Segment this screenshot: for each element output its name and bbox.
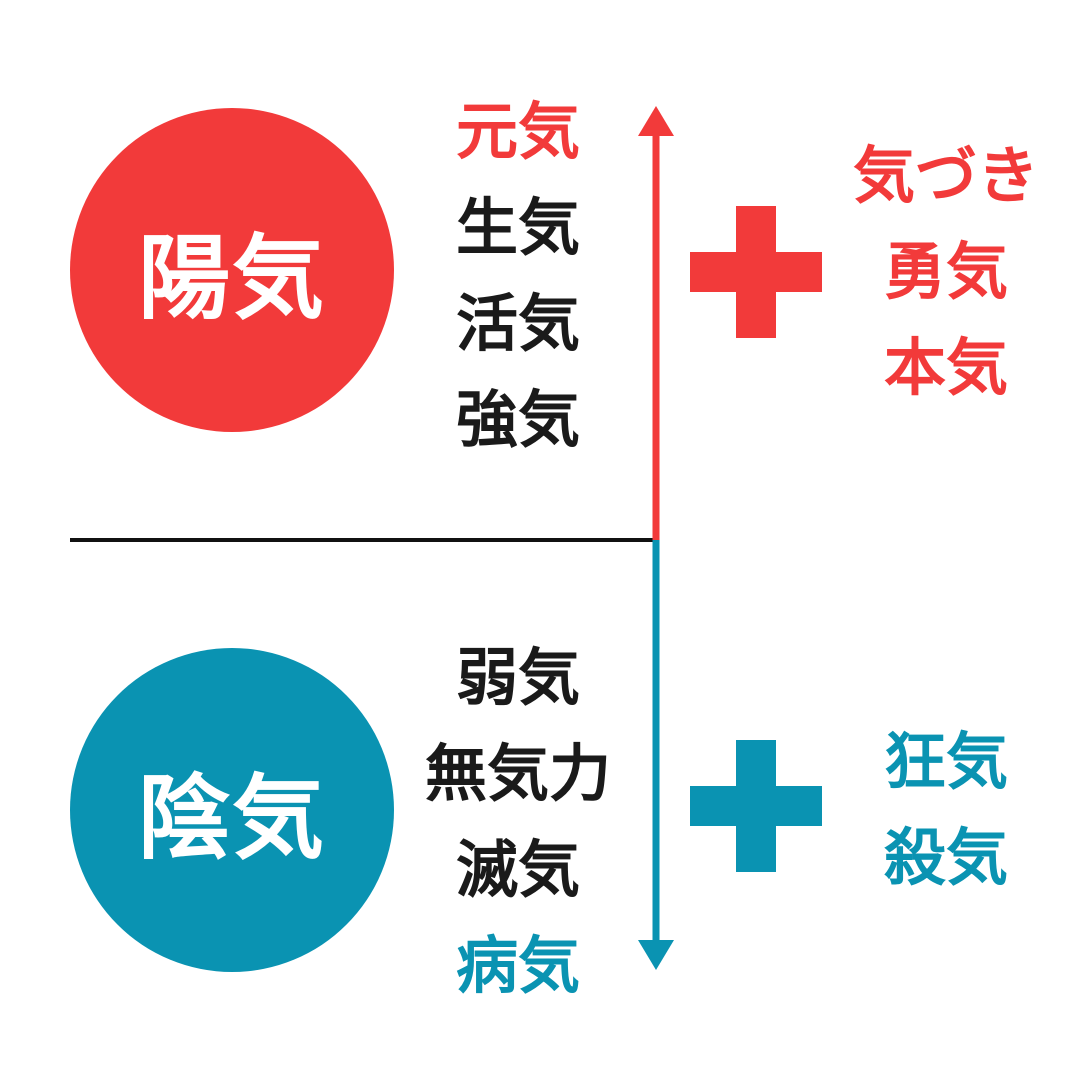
yang-plus-word-list: 気づき 勇気 本気	[826, 128, 1066, 416]
yin-label: 陰気	[137, 764, 326, 872]
yin-circle: 陰気	[70, 648, 394, 972]
yin-plus-word: 狂気	[883, 725, 1008, 798]
yin-word-list: 弱気 無気力 滅気 病気	[388, 630, 648, 1014]
arrow-up-icon	[638, 106, 674, 136]
yang-word: 生気	[455, 191, 580, 264]
yang-circle: 陽気	[70, 108, 394, 432]
yang-word: 活気	[455, 287, 580, 360]
yang-word: 元気	[455, 95, 580, 168]
yin-word: 滅気	[455, 833, 580, 906]
yang-word: 強気	[455, 383, 580, 456]
yin-word: 無気力	[424, 737, 611, 810]
yin-word: 弱気	[455, 641, 580, 714]
yin-plus-word-list: 狂気 殺気	[826, 714, 1066, 906]
plus-icon	[690, 206, 822, 338]
yang-label: 陽気	[137, 224, 326, 332]
plus-bar-vertical	[736, 206, 776, 338]
yang-word-list: 元気 生気 活気 強気	[388, 84, 648, 468]
yang-plus-word: 本気	[883, 331, 1008, 404]
yin-plus-word: 殺気	[883, 821, 1008, 894]
yang-plus-word: 勇気	[883, 235, 1008, 308]
yin-word: 病気	[455, 929, 580, 1002]
plus-icon	[690, 740, 822, 872]
plus-bar-vertical	[736, 740, 776, 872]
yang-plus-word: 気づき	[852, 139, 1039, 212]
arrow-down-icon	[638, 940, 674, 970]
